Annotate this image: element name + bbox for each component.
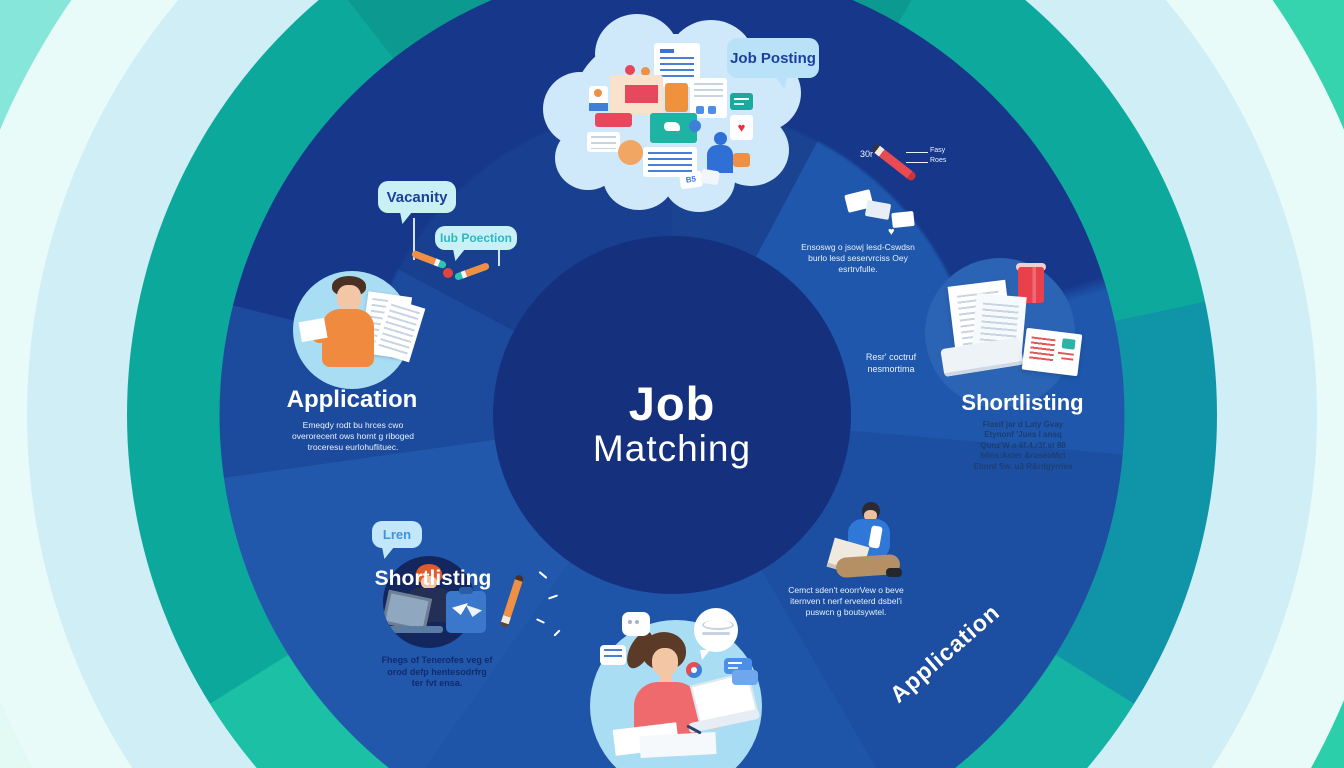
red-dot-icon [443, 268, 453, 278]
center-circle [493, 236, 851, 594]
heart-card-icon: ♥ [730, 115, 753, 140]
lren-bubble: Lren [372, 521, 422, 559]
center-title-line2: Matching [592, 428, 752, 469]
vacancy-bubble: Vacanity [378, 181, 456, 224]
peach-card-icon [610, 75, 663, 115]
lren-label: Lren [382, 527, 412, 542]
globe-bubble-icon [694, 608, 738, 660]
applicant-face [337, 285, 361, 311]
measure-line [906, 162, 928, 163]
reviewer-face [421, 576, 437, 589]
chat-icon [622, 612, 650, 636]
pencil-notes-illustration: 30r Fasy Roes ♥ [840, 140, 960, 240]
vacancy-label: Vacanity [386, 188, 448, 206]
job-posting-label: Job Posting [730, 49, 816, 67]
connector-line [498, 250, 500, 266]
job-posting-bubble: Job Posting [727, 38, 819, 78]
shortlisting-side-note: Resr' coctruf nesmortima [865, 352, 917, 374]
application-left-title: Application [286, 386, 418, 413]
red-bar-icon [595, 113, 632, 127]
person-silhouette-icon [705, 132, 735, 173]
candidate-face [652, 648, 678, 676]
shortlisting-bottom-left-body: Fhegs of Tenerofes veg ef orod defp hent… [381, 655, 493, 689]
orange-tag-icon [733, 153, 750, 167]
shortlisting-bottom-left-title: Shortlisting [374, 567, 492, 590]
letter-icon [891, 210, 915, 229]
envelope-icon [589, 86, 608, 111]
white-heart-icon: ♥ [888, 226, 895, 238]
laptop-icon [940, 336, 1024, 378]
worker-face [864, 510, 877, 521]
envelope-letter-icon [1021, 327, 1083, 377]
teal-banner-icon [650, 113, 701, 143]
shortlisting-right-body: Flasif jar d Laty Gvay Etynonf 'Jues I a… [973, 420, 1073, 471]
badge-icon [686, 662, 702, 678]
candidate-desk-circle [590, 620, 762, 768]
center-title-line1: Job [628, 377, 716, 430]
red-dot-icon [625, 65, 635, 75]
rows-card-icon [587, 132, 620, 152]
remote-worker-illustration [826, 498, 912, 598]
job-position-label: Iub Poection [440, 231, 512, 245]
candidate-neck [660, 674, 672, 684]
connector-line [413, 218, 415, 260]
tick-label-2: Roes [930, 157, 947, 164]
letter-icon [864, 200, 892, 220]
job-position-bubble: Iub Poection [435, 226, 517, 261]
teal-chip-icon [730, 93, 753, 110]
measure-line [906, 152, 928, 153]
shortlisting-docs-illustration [930, 255, 1090, 385]
bottom-center-body: Cemct sden't eoorrVew o beve iternven t … [788, 585, 904, 618]
orange-circle-icon [618, 140, 643, 165]
top-right-body: Ensoswg o jsowj lesd-Cswdsn burlo lesd s… [801, 242, 915, 275]
stamp2-icon [699, 168, 721, 186]
applicant-illustration [298, 276, 426, 388]
clipboard-icon [446, 587, 486, 633]
orange-dot-icon [641, 67, 650, 76]
paper-sheet-icon [639, 732, 717, 758]
laptop-base [387, 626, 443, 633]
card-icon [732, 670, 758, 685]
stamp-label: B5 [685, 174, 697, 185]
application-left-body: Emeqdy rodt bu hrces cwo overorecent ows… [292, 420, 414, 453]
shortlisting-right-title: Shortlisting [961, 390, 1084, 415]
heart-icon: ♥ [737, 120, 746, 135]
orange-card-icon [665, 83, 688, 112]
list-card-icon [690, 78, 727, 118]
tick-label-1: Fasy [930, 147, 946, 154]
pencil-note-label: 30r [860, 149, 874, 159]
worker-shoe [886, 568, 902, 577]
list-icon [600, 645, 626, 665]
